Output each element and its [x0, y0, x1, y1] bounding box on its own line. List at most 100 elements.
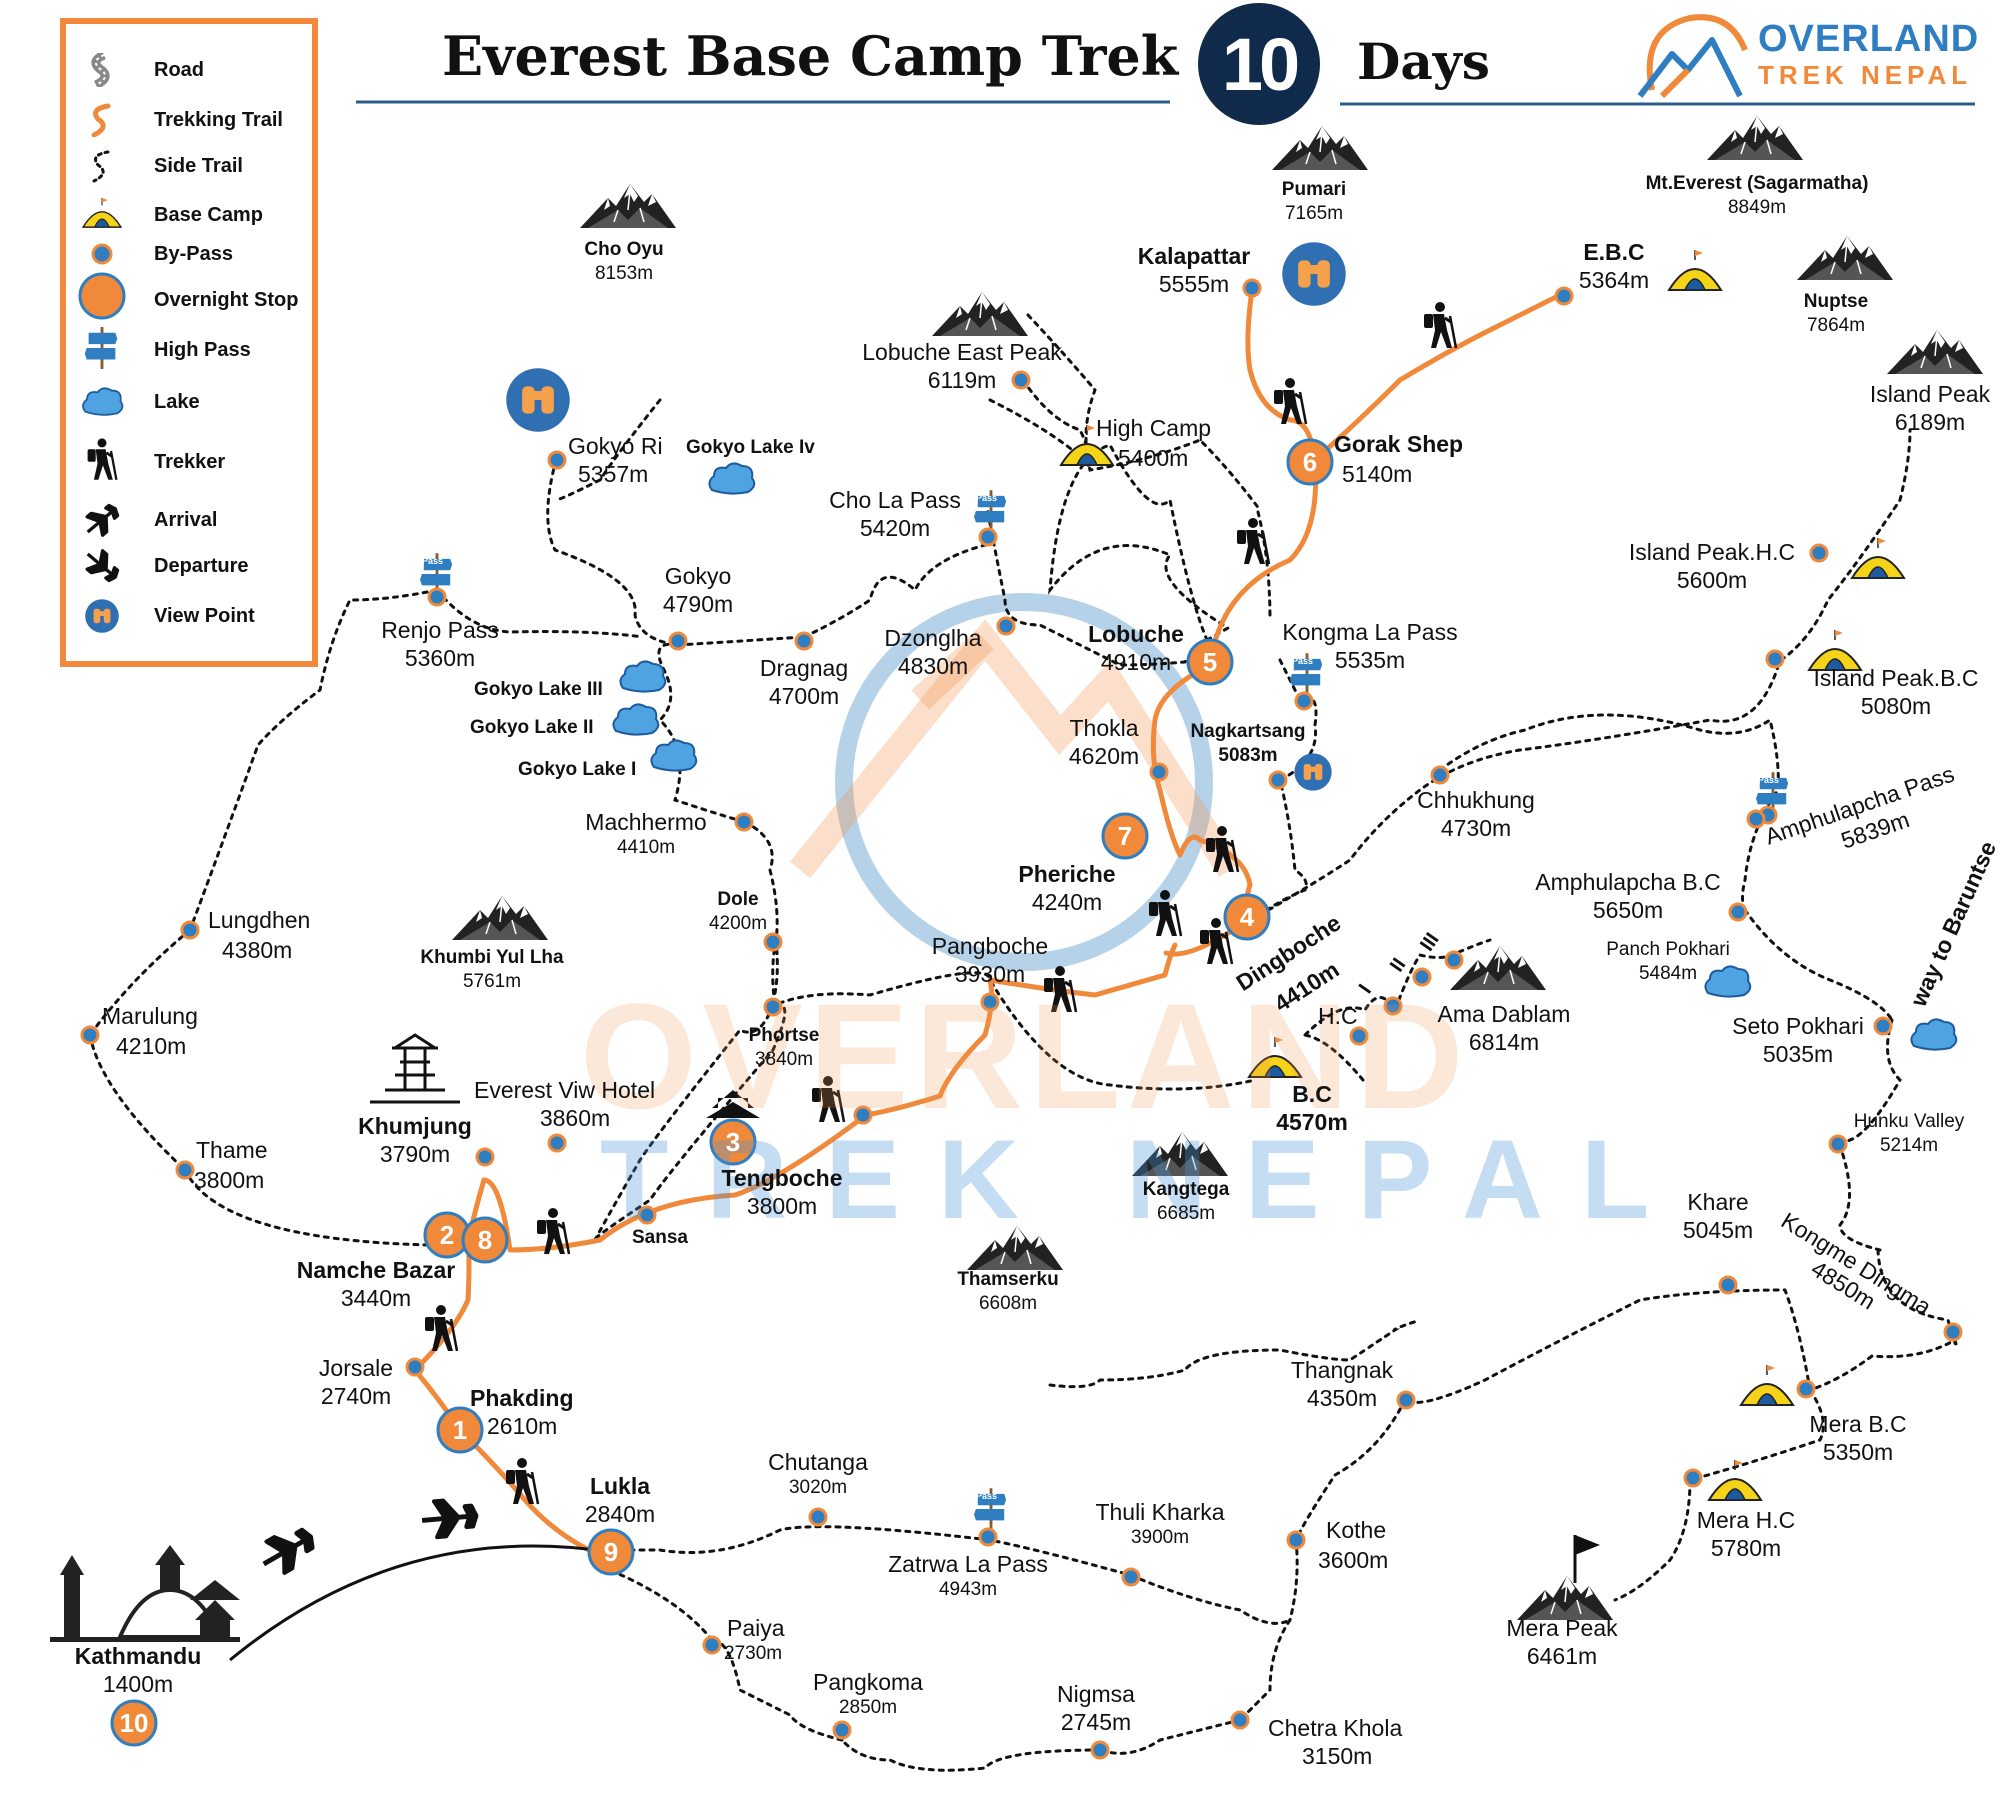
place-elevation: 2610m — [487, 1413, 558, 1439]
legend-item-by-pass: By-Pass — [74, 236, 233, 272]
place-name: Kothe — [1326, 1517, 1387, 1543]
overnight-stop-number: 8 — [477, 1225, 493, 1255]
place-elevation: 5080m — [1860, 693, 1932, 719]
overnight-stop-number: 10 — [119, 1708, 149, 1738]
legend-label: Side Trail — [154, 154, 243, 177]
place-elevation: 5780m — [1710, 1535, 1782, 1561]
place-name: Sansa — [632, 1227, 688, 1248]
peak-name: Island Peak — [1869, 381, 1991, 407]
place-name: Phortse — [748, 1025, 820, 1046]
place-name: Marulung — [102, 1003, 198, 1029]
place-name: High Camp — [1096, 415, 1212, 441]
peak-elevation: 7165m — [1284, 203, 1344, 224]
watermark-line1: OVERLAND — [580, 972, 1470, 1140]
place-elevation: 3860m — [539, 1105, 611, 1131]
brand-logo-icon — [1637, 14, 1748, 99]
overnight-stop-number: 5 — [1202, 647, 1218, 677]
overnight-stop-number: 6 — [1302, 447, 1318, 477]
place-name: Thuli Kharka — [1095, 1499, 1225, 1525]
place-elevation: 5650m — [1592, 897, 1664, 923]
place-name: H.C — [1318, 1003, 1358, 1029]
place-elevation: 5083m — [1218, 745, 1278, 766]
peak-elevation: 6119m — [927, 367, 997, 393]
place-name: Mera H.C — [1696, 1507, 1796, 1533]
place-name: Lungdhen — [208, 907, 311, 933]
legend-item-road: Road — [74, 52, 204, 88]
place-name: Thokla — [1069, 715, 1139, 741]
place-elevation: 3020m — [788, 1477, 848, 1498]
place-name: Seto Pokhari — [1732, 1013, 1864, 1039]
place-elevation: 3800m — [746, 1193, 818, 1219]
stupa-icon — [706, 1090, 760, 1118]
place-name: Panch Pokhari — [1606, 939, 1730, 960]
place-name: Hunku Valley — [1853, 1111, 1965, 1132]
place-name: Khumjung — [358, 1113, 472, 1139]
watermark-line2: TREK NEPAL — [600, 1117, 1688, 1242]
departure-icon — [74, 548, 130, 584]
place-elevation: 5360m — [404, 645, 476, 671]
place-elevation: 2745m — [1060, 1709, 1132, 1735]
place-elevation: 4620m — [1068, 743, 1140, 769]
place-name: Dzonglha — [884, 625, 982, 651]
peak-elevation: 6461m — [1526, 1643, 1598, 1669]
place-elevation: 5364m — [1578, 267, 1650, 293]
place-name: Gokyo Ri — [568, 433, 663, 459]
trekking-trail-icon — [74, 102, 130, 138]
place-elevation: 4830m — [897, 653, 969, 679]
peak-elevation: 5761m — [462, 971, 522, 992]
flight-path — [229, 1544, 611, 1662]
place-elevation: 3440m — [340, 1285, 412, 1311]
place-elevation: 4790m — [662, 591, 734, 617]
place-elevation: 5035m — [1762, 1041, 1834, 1067]
place-name: Renjo Pass — [381, 617, 499, 643]
legend-label: Departure — [154, 554, 249, 577]
arrival-icon — [74, 502, 130, 538]
place-elevation: 5350m — [1822, 1439, 1894, 1465]
place-elevation: 4730m — [1440, 815, 1512, 841]
peak-name: Cho Oyu — [584, 239, 664, 260]
place-name: Pangboche — [931, 933, 1049, 959]
place-name: Gorak Shep — [1334, 431, 1464, 457]
legend-label: Overnight Stop — [154, 288, 299, 311]
place-elevation: 5045m — [1682, 1217, 1754, 1243]
place-elevation: 3790m — [379, 1141, 451, 1167]
brand-tagline: TREK NEPAL — [1758, 60, 1973, 90]
place-name: Kathmandu — [74, 1643, 202, 1669]
peak-name: Nuptse — [1803, 291, 1869, 312]
page-title: Everest Base Camp Trek — [442, 24, 1179, 88]
brand-name: OVERLAND — [1758, 18, 1980, 60]
legend-label: Trekking Trail — [154, 108, 283, 131]
place-name: Gokyo — [664, 563, 732, 589]
place-name: Cho La Pass — [829, 487, 961, 513]
place-name: Gokyo Lake I — [518, 759, 637, 780]
place-elevation: 5420m — [859, 515, 931, 541]
place-name: Mera B.C — [1809, 1411, 1907, 1437]
place-name: Pheriche — [1018, 861, 1116, 887]
monastery-icon — [370, 1033, 460, 1104]
place-elevation: 3900m — [1130, 1527, 1190, 1548]
place-name: Gokyo Lake II — [470, 717, 594, 738]
legend-item-side-trail: Side Trail — [74, 148, 243, 184]
place-name: Kongma La Pass — [1282, 619, 1458, 645]
place-name: Namche Bazar — [296, 1257, 456, 1283]
peak-name: Ama Dablam — [1437, 1001, 1571, 1027]
side-trail-icon — [74, 148, 130, 184]
place-elevation: 5555m — [1158, 271, 1230, 297]
place-elevation: 3840m — [754, 1049, 814, 1070]
arrival-plane-icon — [421, 1498, 480, 1539]
legend-item-overnight-stop: Overnight Stop — [74, 272, 299, 320]
lake-icon — [74, 384, 130, 420]
day-count-badge: 10 — [1198, 3, 1320, 125]
place-name: Phakding — [470, 1385, 574, 1411]
place-name: Pangkoma — [813, 1669, 923, 1695]
place-name: Thangnak — [1290, 1357, 1394, 1383]
place-elevation: 3930m — [954, 961, 1026, 987]
place-name: Everest Viw Hotel — [474, 1077, 656, 1103]
peak-name: Pumari — [1281, 179, 1347, 200]
place-name: Chhukhung — [1417, 787, 1535, 813]
road-icon — [74, 52, 130, 88]
place-elevation: 4570m — [1276, 1109, 1348, 1135]
place-elevation: 2840m — [584, 1501, 656, 1527]
pass-sign-text: Pass — [976, 493, 998, 503]
place-elevation: 3800m — [194, 1167, 265, 1193]
